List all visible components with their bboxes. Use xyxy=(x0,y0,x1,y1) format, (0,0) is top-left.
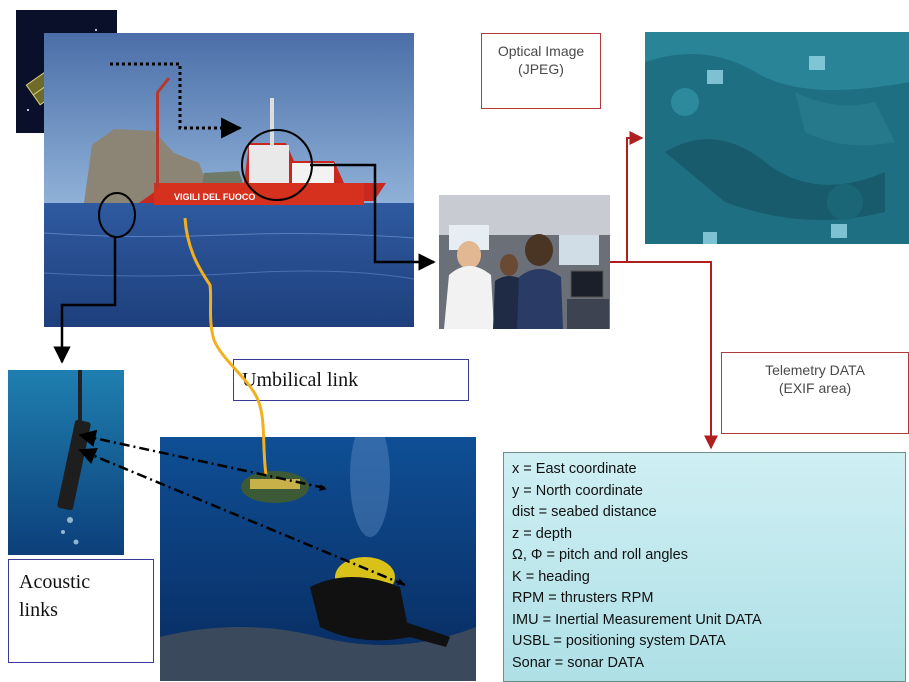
acoustic-links-label: Acoustic links xyxy=(8,559,154,663)
legend-item-imu: IMU = Inertial Measurement Unit DATA xyxy=(512,611,762,628)
telemetry-data-arrow xyxy=(627,261,718,450)
optical-data-arrow xyxy=(610,131,644,263)
legend-item-rpm: RPM = thrusters RPM xyxy=(512,590,654,606)
legend-item-y: y = North coordinate xyxy=(512,482,643,499)
acoustic-links-line1: Acoustic xyxy=(19,571,91,593)
telemetry-legend: x = East coordinate y = North coordinate… xyxy=(503,452,906,682)
legend-item-usbl: USBL = positioning system DATA xyxy=(512,633,726,649)
acoustic-links-line2: links xyxy=(19,599,58,621)
umbilical-link-text: Umbilical link xyxy=(242,369,359,391)
acoustic-probe-photo xyxy=(8,370,124,555)
control-room-photo xyxy=(439,195,610,329)
ship-name-text: VIGILI DEL FUOCO xyxy=(174,192,255,202)
telemetry-label-line1: Telemetry DATA xyxy=(765,362,865,378)
optical-image-label-line2: (JPEG) xyxy=(518,61,564,77)
legend-item-angles: Ω, Φ = pitch and roll angles xyxy=(512,547,688,563)
legend-item-x: x = East coordinate xyxy=(512,461,637,477)
telemetry-label-line2: (EXIF area) xyxy=(778,380,852,396)
umbilical-link-label: Umbilical link xyxy=(233,359,469,401)
ship-photo: VIGILI DEL FUOCO xyxy=(44,33,414,327)
optical-seabed-image xyxy=(645,32,909,244)
legend-item-heading: K = heading xyxy=(512,568,590,585)
diver-rov-photo xyxy=(160,437,476,681)
optical-image-label-line1: Optical Image xyxy=(497,43,585,59)
telemetry-label: Telemetry DATA (EXIF area) xyxy=(721,352,909,434)
legend-item-dist: dist = seabed distance xyxy=(512,504,657,520)
optical-image-label: Optical Image (JPEG) xyxy=(481,33,601,109)
legend-item-sonar: Sonar = sonar DATA xyxy=(512,654,645,671)
legend-item-z: z = depth xyxy=(512,525,573,542)
